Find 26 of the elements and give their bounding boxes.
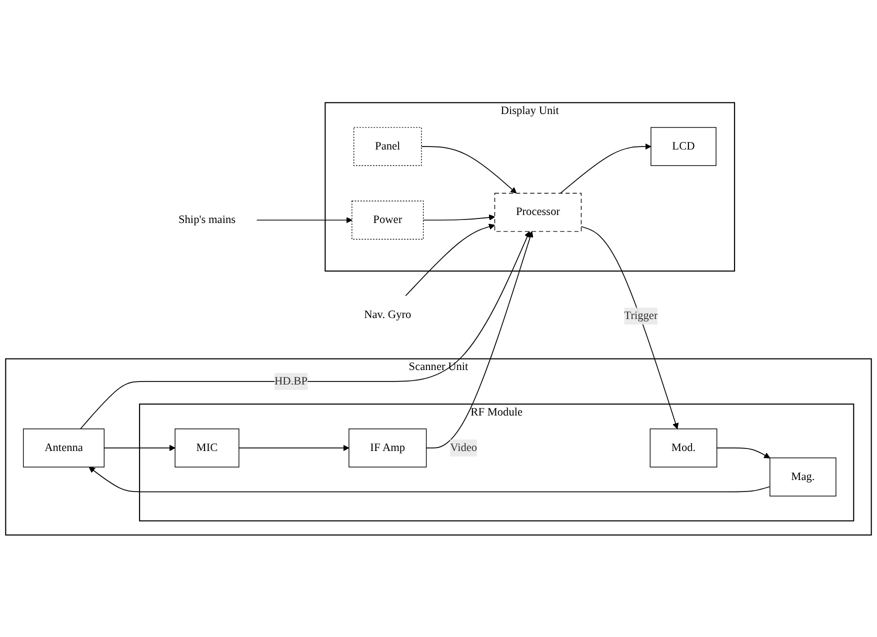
arrow [560,143,652,194]
arrow [238,444,350,451]
node-box: Processor [494,192,582,232]
edge-label: HD.BP [274,374,308,387]
arrow [80,230,530,429]
arrow [104,444,176,451]
node-text: Ship's mains [178,213,236,226]
edge-label: Video [450,441,478,454]
arrow [405,223,496,296]
node-box: MIC [174,428,240,468]
arrow [422,214,496,220]
node-box: Power [352,200,424,240]
node-box: Panel [353,126,422,166]
edge-label: Trigger [624,309,658,322]
node-box: Mod. [650,428,718,468]
arrow [421,146,517,194]
arrow [716,447,770,458]
node-box: IF Amp [348,428,427,468]
arrow [256,216,352,223]
arrow [580,226,679,429]
node-text: Nav. Gyro [364,308,412,320]
arrow [426,230,534,448]
node-box: Mag. [770,457,836,496]
arrow [88,466,770,492]
node-box: LCD [650,126,716,166]
node-box: Antenna [23,428,105,468]
